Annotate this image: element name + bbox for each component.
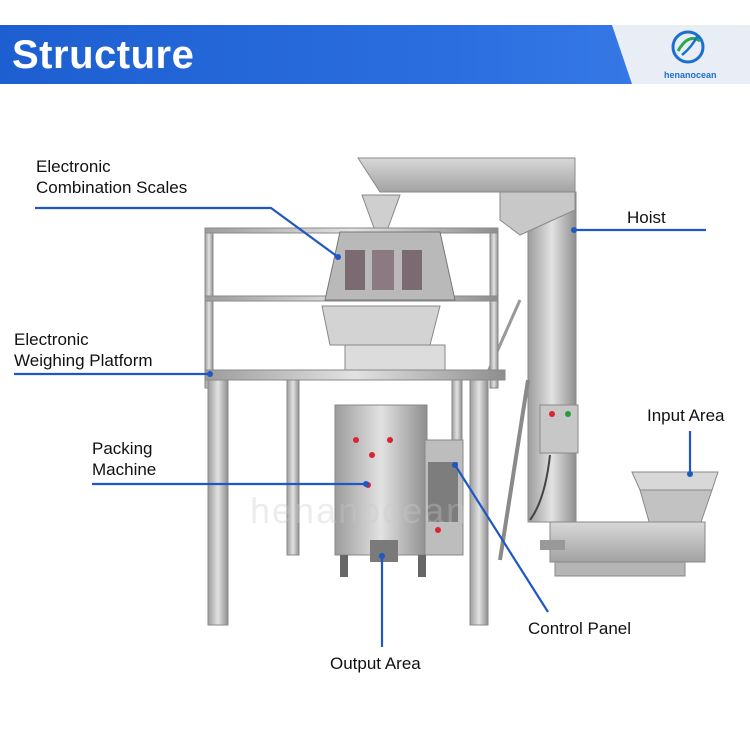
label-electronic-combination-scales: Electronic Combination Scales (36, 157, 188, 197)
leader-lines (14, 206, 706, 647)
label-control-panel: Control Panel (528, 619, 632, 638)
leader-dots (207, 227, 693, 559)
hoist-unit (357, 157, 577, 561)
combination-scale (321, 194, 456, 371)
logo-text: henanocean (664, 70, 717, 80)
input-hopper (540, 471, 719, 577)
label-packing-machine: Packing Machine (92, 439, 157, 479)
leader-combination-scales (35, 206, 339, 258)
page-title: Structure (12, 33, 195, 77)
logo (612, 25, 750, 84)
label-output-area: Output Area (330, 654, 421, 673)
leader-control-panel (454, 464, 549, 613)
label-electronic-weighing-platform: Electronic Weighing Platform (14, 330, 153, 370)
control-box (529, 404, 579, 521)
label-input-area: Input Area (647, 406, 725, 425)
logo-mark-icon (671, 30, 705, 64)
packing-machine (334, 404, 464, 577)
label-hoist: Hoist (627, 208, 666, 227)
watermark: henanocean (250, 490, 469, 531)
